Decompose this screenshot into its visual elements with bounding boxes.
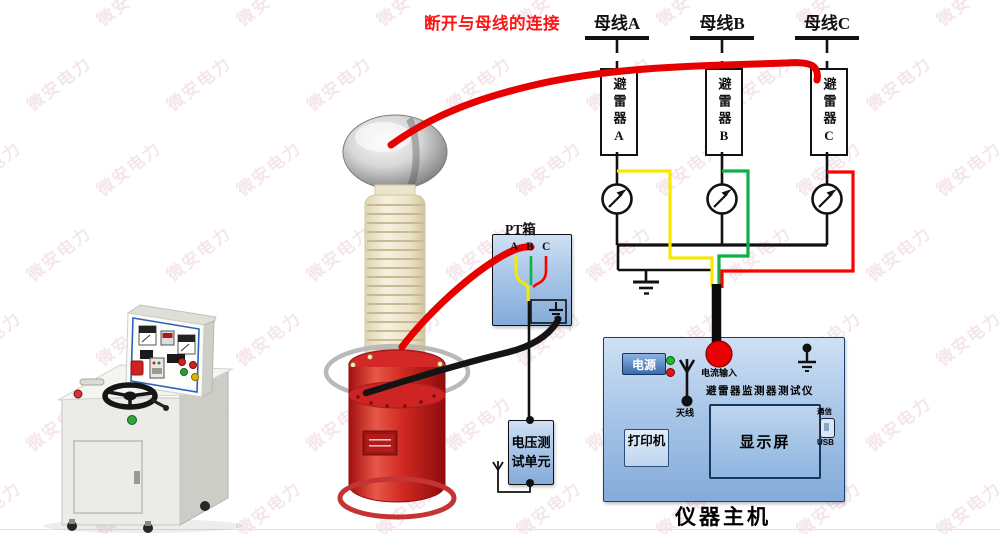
console-estop-button (130, 360, 144, 376)
comm-label: 通信 (817, 407, 832, 416)
console-controller-module (149, 357, 165, 379)
arrester-a: 避雷器A (600, 68, 638, 156)
watermark-text: 微安电力 (933, 138, 1000, 200)
console-rocker-switch-1 (140, 350, 153, 359)
hv-transformer-photo (323, 114, 471, 520)
arrester-c: 避雷器C (810, 68, 848, 156)
wire-red-phase-c (720, 170, 855, 288)
console-door (73, 440, 143, 514)
tank-nameplate (362, 430, 398, 456)
arrester-b: 避雷器B (705, 68, 743, 156)
wire-green-phase-b (717, 169, 750, 287)
power-button-label: 电源 (631, 357, 656, 372)
watermark-text: 微安电力 (0, 478, 26, 534)
console-desk-button-red (73, 389, 83, 399)
watermark-text: 微安电力 (930, 0, 1000, 31)
instrument-caption: 仪器主机 (675, 506, 771, 529)
wire-yellow-phase-a (617, 169, 714, 287)
watermark-text: 微安电力 (723, 223, 796, 285)
busbar-b (690, 36, 754, 40)
console-handwheel (102, 382, 169, 411)
printer-box: 打印机 (624, 429, 669, 467)
tank-upper-band (348, 381, 446, 409)
watermark-text: 微安电力 (513, 138, 586, 200)
discharge-counter-a (601, 183, 633, 215)
console-analog-meter-1 (138, 325, 157, 346)
watermark-text: 微安电力 (583, 223, 656, 285)
arrester-a-label: 避雷器A (611, 77, 627, 147)
antenna-label: 天线 (676, 408, 695, 418)
watermark-text: 微安电力 (863, 393, 936, 455)
printer-label: 打印机 (627, 434, 666, 448)
busbar-a (585, 36, 649, 40)
busbar-label-b: 母线B (699, 14, 745, 33)
usb-port (820, 418, 835, 438)
earth-symbol (633, 280, 659, 295)
tank-base-ring (337, 476, 457, 520)
band-bolts (356, 394, 436, 408)
instrument-title: 避雷器监测器测试仪 (706, 385, 814, 397)
busbar-label-c: 母线C (803, 14, 851, 33)
pt-terminal-c: C (542, 241, 551, 253)
console-casters (67, 501, 210, 533)
console-rocker-switch-2 (167, 354, 185, 363)
discharge-counter-b (706, 183, 738, 215)
watermark-text: 微安电力 (93, 138, 166, 200)
arrester-b-label: 避雷器B (716, 77, 732, 147)
console-indicator-red-1 (178, 358, 186, 366)
busbar-c (795, 36, 859, 40)
watermark-text: 微安电力 (233, 138, 306, 200)
display-screen: 显示屏 (709, 404, 821, 479)
display-label: 显示屏 (739, 434, 791, 451)
discharge-counter-c (811, 183, 843, 215)
console-analog-meter-2 (177, 334, 196, 355)
power-button: 电源 (622, 353, 666, 375)
watermark-text: 微安电力 (23, 223, 96, 285)
watermark-text: 微安电力 (863, 223, 936, 285)
console-indicator-green (180, 368, 188, 376)
console-handle (79, 378, 105, 386)
watermark-text: 微安电力 (163, 53, 236, 115)
dome-highlight (355, 122, 411, 152)
watermark-text: 微安电力 (23, 53, 96, 115)
pt-terminal-a: A (510, 241, 519, 253)
watermark-text: 微安电力 (863, 53, 936, 115)
watermark-text: 微安电力 (163, 223, 236, 285)
pt-box-label: PT箱 (505, 222, 536, 237)
voltage-test-unit: 电压测试单元 (508, 420, 554, 485)
arrester-c-label: 避雷器C (821, 77, 837, 147)
unit-antenna-icon (492, 461, 504, 479)
console-indicator-red-2 (189, 361, 197, 369)
console-indicator-yellow (191, 373, 199, 381)
console-desk-button-green (127, 415, 137, 425)
watermark-text: 微安电力 (0, 138, 26, 200)
power-led-red (666, 368, 675, 377)
bottom-divider-line (0, 529, 1000, 530)
watermark-text: 微安电力 (90, 0, 165, 31)
watermark-text: 微安电力 (933, 478, 1000, 534)
busbar-label-a: 母线A (593, 14, 641, 33)
watermark-text: 微安电力 (933, 308, 1000, 370)
usb-label: USB (817, 438, 834, 447)
console-door-latch (134, 471, 140, 484)
console-front-panel (61, 397, 181, 526)
power-led-green (666, 356, 675, 365)
voltage-test-unit-label: 电压测试单元 (511, 434, 551, 469)
control-console-photo (43, 304, 243, 533)
disconnect-annotation: 断开与母线的连接 (424, 15, 560, 33)
current-input-label: 电流输入 (701, 368, 738, 378)
watermark-text: 微安电力 (0, 308, 26, 370)
usb-slot (824, 423, 829, 431)
watermark-text: 微安电力 (0, 0, 26, 31)
pt-terminal-b: B (526, 241, 534, 253)
earth-branch (616, 245, 712, 281)
console-digital-meter (160, 330, 175, 346)
watermark-text: 微安电力 (230, 0, 305, 31)
